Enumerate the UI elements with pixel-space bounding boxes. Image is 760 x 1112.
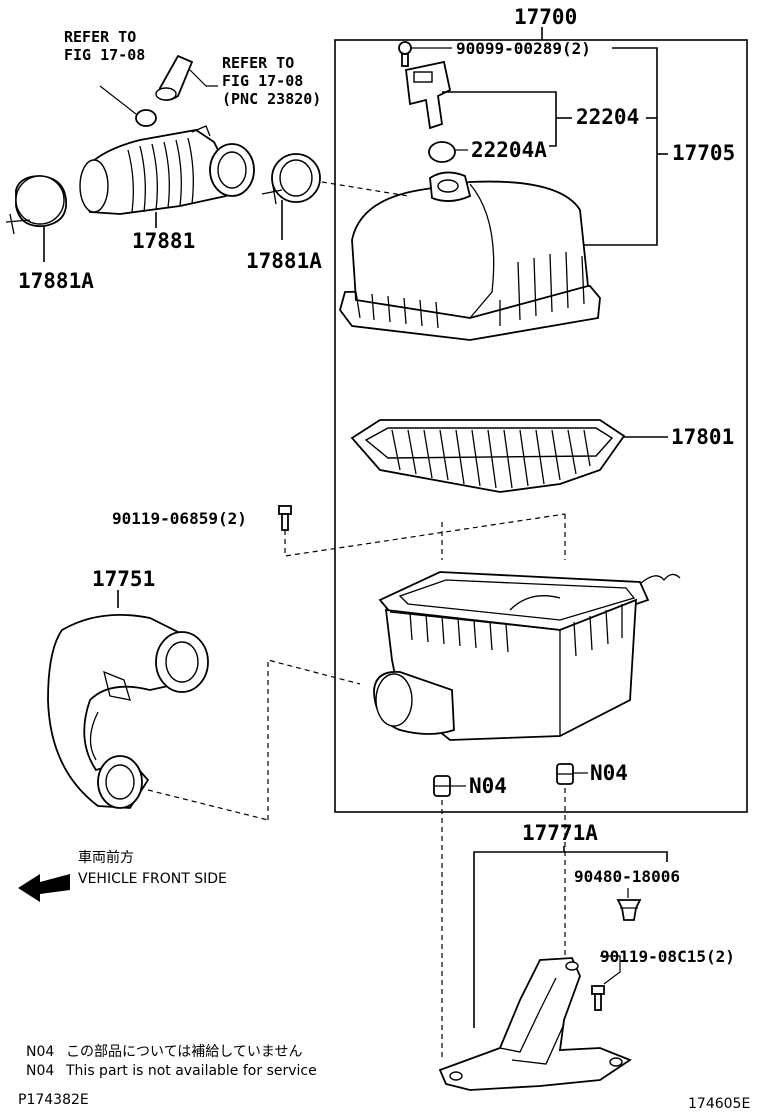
label-n04-left: N04 <box>469 774 507 798</box>
arrow-left-icon <box>18 874 70 902</box>
air-duct-17751-icon <box>47 613 209 809</box>
label-17705: 17705 <box>672 141 735 165</box>
clamp-17881a-right-icon <box>261 153 321 205</box>
clip-90480-18006-icon <box>616 899 642 921</box>
ref2-line2: FIG 17-08 <box>222 72 303 90</box>
grommet-n04-right-icon <box>556 763 574 785</box>
label-90480-18006: 90480-18006 <box>574 867 680 886</box>
clamp-17881a-left-icon <box>5 175 67 235</box>
label-17881a-right: 17881A <box>246 249 322 273</box>
direction-label-jp: 車両前方 <box>78 849 134 866</box>
bolt-90119-06859-icon <box>278 505 292 531</box>
note-line1-text: この部品については補給していません <box>66 1044 302 1060</box>
bolt-90119-08c15-icon <box>591 985 605 1011</box>
bolt-90099-icon <box>398 41 412 67</box>
label-22204a: 22204A <box>471 138 547 162</box>
label-90119-06859: 90119-06859(2) <box>112 509 247 528</box>
air-filter-element-17801-icon <box>350 419 626 493</box>
label-17751: 17751 <box>92 567 155 591</box>
direction-label-en: VEHICLE FRONT SIDE <box>78 871 227 887</box>
ref2-line3: (PNC 23820) <box>222 90 321 108</box>
label-17881: 17881 <box>132 229 195 253</box>
o-ring-22204a-icon <box>428 141 456 163</box>
note-line1-code: N04 <box>26 1044 54 1060</box>
footer-right-code: 174605E <box>688 1096 750 1112</box>
grommet-n04-left-icon <box>433 775 451 797</box>
footer-left-code: P174382E <box>18 1092 89 1108</box>
pcv-hose-icon <box>155 54 194 101</box>
label-n04-right: N04 <box>590 761 628 785</box>
label-17771a: 17771A <box>522 821 598 845</box>
mounting-bracket-17771a-icon <box>438 957 632 1091</box>
ref2-line1: REFER TO <box>222 54 294 72</box>
label-22204: 22204 <box>576 105 639 129</box>
label-90099-00289: 90099-00289(2) <box>456 39 591 58</box>
assembly-box-17700 <box>334 39 748 813</box>
ref1-line2: FIG 17-08 <box>64 46 145 64</box>
note-line2-code: N04 <box>26 1063 54 1079</box>
label-90119-08c15: 90119-08C15(2) <box>600 947 735 966</box>
label-17881a-left: 17881A <box>18 269 94 293</box>
intake-hose-17881-icon <box>79 125 255 215</box>
air-cleaner-case-icon <box>373 571 681 741</box>
label-17700: 17700 <box>514 5 577 29</box>
ref1-line1: REFER TO <box>64 28 136 46</box>
label-17801: 17801 <box>671 425 734 449</box>
air-flow-meter-sensor-icon <box>405 60 452 130</box>
note-line2-text: This part is not available for service <box>65 1063 317 1079</box>
air-cleaner-cap-17705-icon <box>339 171 601 341</box>
gasket-ring-icon <box>135 109 157 127</box>
